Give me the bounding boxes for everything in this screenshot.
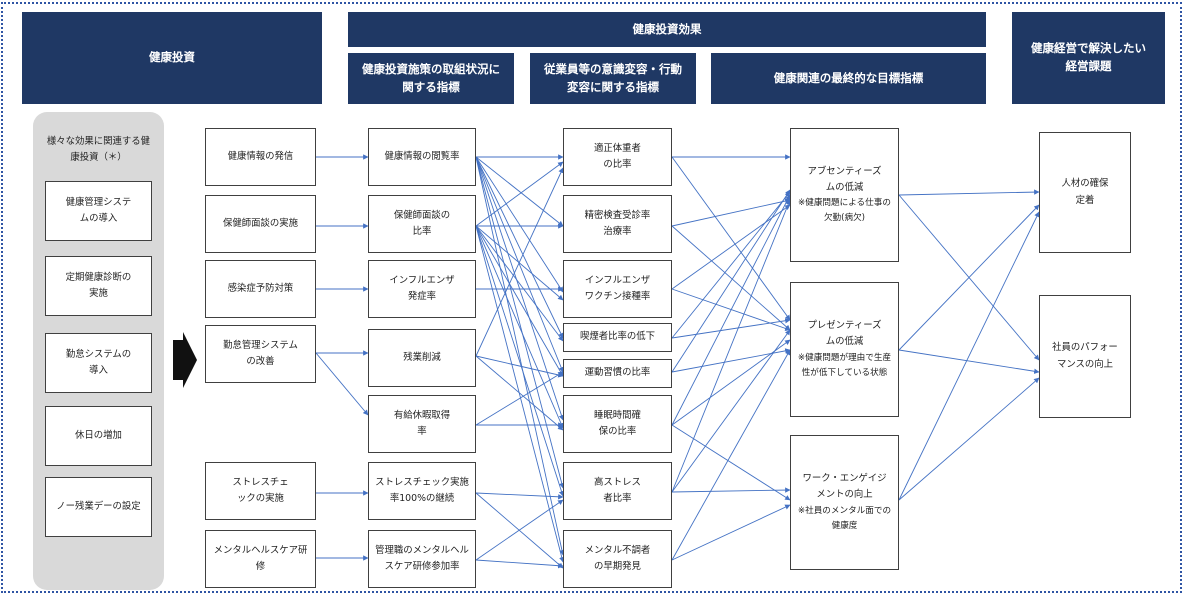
connector-arrow <box>475 355 564 431</box>
connector-arrow <box>671 487 791 493</box>
behavior-vaccine-rate: インフルエンザワクチン接種率 <box>563 260 672 318</box>
panel-item-checkup: 定期健康診断の実施 <box>45 256 152 316</box>
header-management-issue: 健康経営で解決したい経営課題 <box>1012 12 1165 104</box>
behavior-smoker-ratio: 喫煙者比率の低下 <box>563 323 672 352</box>
final-engagement-note: ※社員のメンタル面での健康度 <box>797 505 892 531</box>
connector-arrow <box>475 156 564 373</box>
connector-arrow <box>475 167 564 357</box>
behavior-exercise-ratio: 運動習慣の比率 <box>563 359 672 388</box>
connector-arrow <box>475 156 564 227</box>
panel-item-no-overtime-day: ノー残業デーの設定 <box>45 477 152 537</box>
connector-arrow <box>475 559 564 569</box>
connector-arrow <box>898 204 1040 351</box>
metric-overtime-reduction: 残業削減 <box>368 329 476 387</box>
connector-arrow <box>475 156 565 556</box>
behavior-high-stress: 高ストレス者比率 <box>563 462 672 520</box>
measure-attendance-mgmt: 勤怠管理システムの改善 <box>205 325 316 383</box>
behavior-proper-weight: 適正体重者の比率 <box>563 128 672 186</box>
metric-info-view-rate: 健康情報の閲覧率 <box>368 128 476 186</box>
header-effects: 健康投資効果 <box>348 12 986 47</box>
connector-arrow <box>475 355 564 378</box>
final-engagement: ワーク・エンゲイジメントの向上 ※社員のメンタル面での健康度 <box>790 435 899 570</box>
connector-arrow <box>671 189 791 373</box>
panel-item-attendance-system: 勤怠システムの導入 <box>45 333 152 393</box>
connector-arrow <box>475 156 565 421</box>
connector-arrow <box>475 225 564 429</box>
metric-flu-incidence: インフルエンザ発症率 <box>368 260 476 318</box>
header-investment: 健康投資 <box>22 12 322 104</box>
connector-arrow <box>475 225 565 497</box>
metric-stress-check-rate: ストレスチェック実施率100%の継続 <box>368 462 476 520</box>
connector-arrow <box>671 318 791 339</box>
final-presenteeism: プレゼンティーズムの低減 ※健康問題が理由で生産性が低下している状態 <box>790 282 899 417</box>
connector-arrow <box>475 161 564 227</box>
panel-item-holidays: 休日の増加 <box>45 406 152 466</box>
connector-arrow <box>671 424 791 501</box>
header-final-indicators: 健康関連の最終的な目標指標 <box>711 53 986 104</box>
connector-arrow <box>671 339 791 426</box>
measure-health-info: 健康情報の発信 <box>205 128 316 186</box>
connector-arrow <box>671 329 791 493</box>
header-initiative-indicators: 健康投資施策の取組状況に関する指標 <box>348 53 514 104</box>
metric-manager-training-rate: 管理職のメンタルヘルスケア研修参加率 <box>368 530 476 588</box>
connector-arrow <box>671 156 791 321</box>
final-presenteeism-note: ※健康問題が理由で生産性が低下している状態 <box>797 352 892 378</box>
connector-arrow <box>671 204 791 290</box>
connector-arrow <box>475 371 564 426</box>
behavior-mental-early: メンタル不調者の早期発見 <box>563 530 672 588</box>
final-absenteeism: アブセンティーズムの低減 ※健康問題による仕事の欠勤(病欠) <box>790 128 899 262</box>
connector-arrow <box>475 156 565 489</box>
panel-title: 様々な効果に関連する健康投資（＊） <box>46 135 151 163</box>
measure-stress-check: ストレスチェックの実施 <box>205 462 316 520</box>
connector-arrow <box>898 211 1040 501</box>
connector-arrow <box>898 377 1040 501</box>
connector-arrow <box>475 225 564 377</box>
final-absenteeism-title: アブセンティーズムの低減 <box>807 165 882 193</box>
connector-arrow <box>671 199 791 493</box>
connector-arrow <box>475 225 565 563</box>
connector-arrow <box>671 349 791 561</box>
connector-arrow <box>671 191 791 339</box>
connector-arrow <box>475 225 564 342</box>
connector-arrow <box>475 499 564 561</box>
big-arrow-icon <box>173 332 197 388</box>
final-presenteeism-title: プレゼンティーズムの低減 <box>807 320 882 348</box>
connector-arrow <box>475 492 564 500</box>
connector-arrow <box>671 194 791 426</box>
connector-arrow <box>671 225 791 331</box>
connector-arrow <box>475 156 564 293</box>
measure-nurse-interview: 保健師面談の実施 <box>205 195 316 253</box>
behavior-exam-rate: 精密検査受診率治療率 <box>563 195 672 253</box>
connector-arrow <box>315 352 369 416</box>
connector-arrow <box>671 504 791 561</box>
outcome-talent-retention: 人材の確保定着 <box>1039 132 1131 253</box>
outcome-performance: 社員のパフォーマンスの向上 <box>1039 295 1131 418</box>
measure-mental-training: メンタルヘルスケア研修 <box>205 530 316 588</box>
behavior-sleep-ratio: 睡眠時間確保の比率 <box>563 395 672 453</box>
connector-arrow <box>898 189 1040 196</box>
measure-infection-prevention: 感染症予防対策 <box>205 260 316 318</box>
panel-item-health-system: 健康管理システムの導入 <box>45 181 152 241</box>
final-absenteeism-note: ※健康問題による仕事の欠勤(病欠) <box>798 198 891 224</box>
final-engagement-title: ワーク・エンゲイジメントの向上 <box>802 473 887 501</box>
connector-arrow <box>475 156 564 339</box>
connector-arrow <box>898 349 1040 374</box>
header-behavior-indicators: 従業員等の意識変容・行動変容に関する指標 <box>530 53 696 104</box>
metric-paid-leave-rate: 有給休暇取得率 <box>368 395 476 453</box>
metric-interview-ratio: 保健師面談の比率 <box>368 195 476 253</box>
connector-arrow <box>671 198 791 227</box>
